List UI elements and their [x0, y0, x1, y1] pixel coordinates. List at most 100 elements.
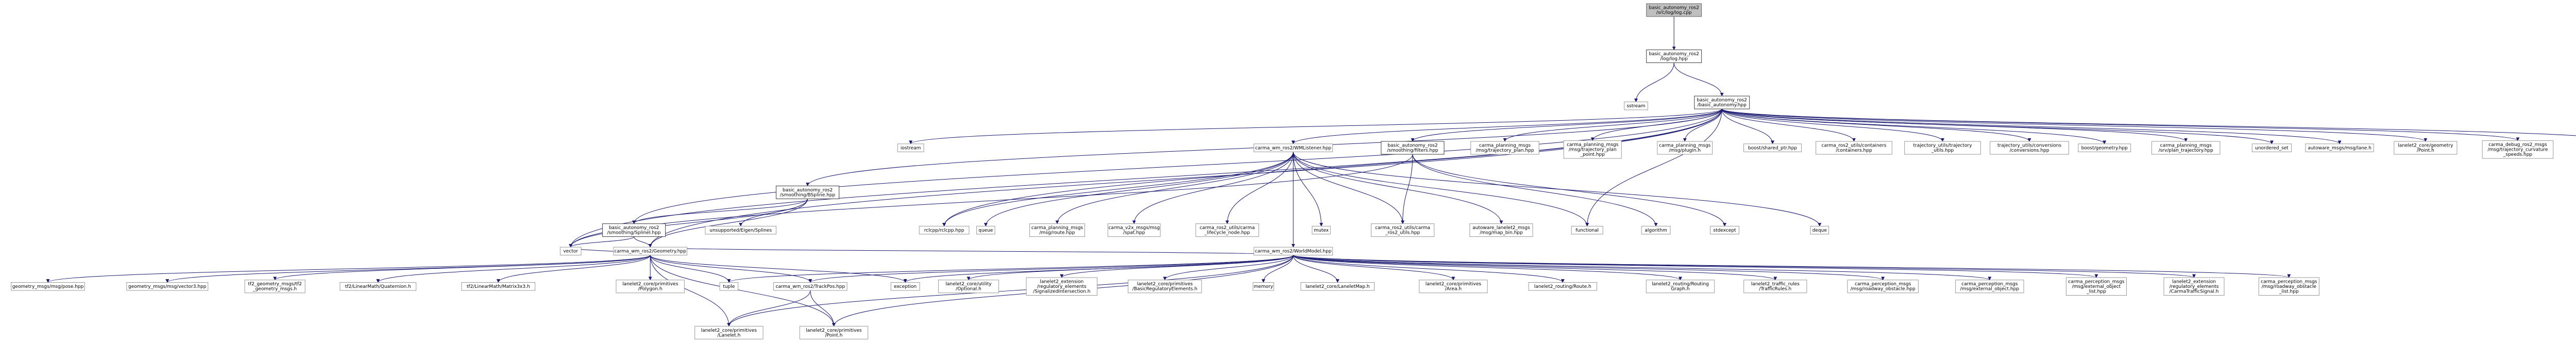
edge-filters-to-algorithm	[1412, 154, 1658, 227]
node-smb[interactable]: basic_autonomy_ros2/smoothing/BSpline.hp…	[775, 185, 840, 199]
node-label-cpm_tpp-2: _point.hpp	[1580, 152, 1605, 157]
node-laneletmap: lanelet2_core/LaneletMap.h	[1300, 282, 1375, 291]
node-rdobslist: carma_perception_msgs/msg/roadway_obstac…	[2258, 277, 2319, 296]
node-cru_c: carma_ros2_utils/containers/containers.h…	[1816, 141, 1892, 155]
node-label-extobjlist-0: carma_perception_msgs	[2068, 279, 2125, 284]
node-box-mat3	[461, 282, 536, 291]
node-label-routinggraph-1: Graph.h	[1671, 287, 1689, 292]
node-label-sigint-0: lanelet2_extension	[1040, 279, 1083, 284]
node-sstream: sstream	[1624, 101, 1648, 110]
node-label-sstream-0: sstream	[1626, 104, 1645, 109]
node-box-mapbin	[1469, 223, 1533, 237]
node-label-extobjlist-2: _list.hpp	[2086, 289, 2106, 294]
node-label-spline-0: basic_autonomy_ros2	[609, 225, 659, 231]
dependency-edges	[46, 17, 2576, 327]
node-label-tu_tu-0: trajectory_utils/trajectory	[1913, 143, 1973, 149]
edge-geomh-to-lanelet	[650, 255, 731, 327]
node-label-carmats-0: lanelet2_extension	[2172, 279, 2216, 284]
node-polygon: lanelet2_core/primitives/Polygon.h	[616, 280, 685, 294]
node-lane: autoware_msgs/msg/lane.h	[2305, 143, 2374, 152]
edge-geomh-to-trackpos	[650, 255, 812, 283]
node-spline[interactable]: basic_autonomy_ros2/smoothing/SplineI.hp…	[602, 223, 666, 237]
edge-ba-to-cpm_tp	[1503, 108, 1722, 142]
node-label-routinggraph-0: lanelet2_routing/Routing	[1652, 282, 1709, 287]
node-box-route	[1528, 282, 1597, 291]
node-quat: tf2/LinearMath/Quaternion.h	[340, 282, 417, 291]
node-box-v2x	[1107, 223, 1161, 237]
node-tu_tu: trajectory_utils/trajectory_utils.hpp	[1904, 141, 1981, 155]
edge-smb-to-geomh	[648, 199, 808, 248]
node-label-rdobslist-2: _list.hpp	[2279, 289, 2299, 294]
node-mapbin: autoware_lanelet2_msgs/msg/map_bin.hpp	[1469, 223, 1533, 237]
node-trafficrules: lanelet2_traffic_rules/TrafficRules.h	[1743, 280, 1807, 294]
edge-logh-to-sstream	[1634, 62, 1674, 103]
node-box-functional	[1571, 225, 1603, 235]
node-box-cpm_pl	[1657, 141, 1713, 155]
node-box-cpm_srv	[2151, 141, 2221, 155]
node-label-mat3-0: tf2/LinearMath/Matrix3x3.h	[467, 284, 530, 289]
node-basicreg: lanelet2_core/primitives/BasicRegulatory…	[1128, 280, 1202, 294]
node-box-boostsp	[1743, 143, 1802, 152]
edge-worldmodel-to-geomh	[649, 247, 1294, 256]
node-sigint: lanelet2_extension/regulatory_elements/S…	[1026, 277, 1098, 296]
node-box-memory	[1252, 282, 1275, 291]
node-memory: memory	[1252, 282, 1275, 291]
node-label-area-1: /Area.h	[1445, 287, 1462, 292]
node-label-pose-0: geometry_msgs/msg/pose.hpp	[12, 284, 84, 289]
node-box-logh	[1646, 50, 1702, 63]
node-box-extobj	[1955, 280, 2024, 294]
edge-spline-to-geomh	[634, 236, 652, 248]
node-vec3: geometry_msgs/msg/vector3.hpp	[126, 282, 209, 291]
node-unsup: unsupported/Eigen/Splines	[705, 225, 776, 235]
edge-geomh-to-exception	[650, 255, 907, 283]
node-ba[interactable]: basic_autonomy_ros2/basic_autonomy.hpp	[1694, 95, 1750, 109]
node-label-tu_conv-1: /conversions.hpp	[2010, 148, 2049, 153]
node-label-carmats-1: /regulatory_elements	[2170, 284, 2219, 289]
node-boostsp: boost/shared_ptr.hpp	[1743, 143, 1802, 152]
node-filters[interactable]: basic_autonomy_ros2/smoothing/filters.hp…	[1381, 141, 1445, 155]
node-point: lanelet2_core/geometry/Point.h	[2394, 141, 2458, 155]
node-box-tf2gm	[244, 280, 306, 294]
edge-worldmodel-to-lanelet	[727, 255, 1294, 327]
node-crccp: rclcpp/rclcpp.hpp	[919, 225, 970, 235]
edge-worldmodel-to-trafficrules	[1293, 255, 1777, 281]
node-logh[interactable]: basic_autonomy_ros2/log/log.hpp	[1646, 50, 1702, 63]
edge-ba-to-functional	[1585, 109, 1722, 227]
node-box-mutex	[1312, 225, 1331, 235]
node-box-boostgeo	[2078, 143, 2131, 152]
node-label-rdobslist-0: carma_perception_msgs	[2261, 279, 2317, 284]
node-label-cpm_pl-0: carma_planning_msgs	[1659, 143, 1711, 149]
node-extobjlist: carma_perception_msgs/msg/external_objec…	[2065, 277, 2127, 296]
node-label-trafficrules-0: lanelet2_traffic_rules	[1751, 282, 1800, 287]
node-label-lanelet-1: /Lanelet.h	[717, 333, 740, 338]
node-label-functional-0: functional	[1575, 228, 1599, 233]
node-box-wml	[1253, 143, 1333, 152]
edge-ba-to-point	[1721, 108, 2428, 142]
node-label-tf2gm-1: _geometry_msgs.h	[252, 287, 297, 292]
node-label-wml-0: carma_wm_ros2/WMListener.hpp	[1255, 145, 1331, 151]
node-label-basicreg-1: /BasicRegulatoryElements.h	[1132, 287, 1197, 292]
node-label-quat-0: tf2/LinearMath/Quaternion.h	[345, 284, 411, 289]
edge-worldmodel-to-carmats	[1293, 255, 2196, 278]
node-label-polygon-0: lanelet2_core/primitives	[622, 282, 679, 287]
node-root[interactable]: basic_autonomy_ros2/src/log/log.cpp	[1646, 3, 1702, 17]
node-wml: carma_wm_ros2/WMListener.hpp	[1253, 143, 1333, 152]
node-label-crccp-0: rclcpp/rclcpp.hpp	[924, 228, 964, 233]
node-label-carmats-2: /CarmaTrafficSignal.h	[2170, 289, 2219, 294]
edge-geomh-to-quat	[376, 255, 651, 283]
node-label-memory-0: memory	[1253, 284, 1273, 289]
node-label-trackpos-0: carma_wm_ros2/TrackPos.hpp	[775, 284, 845, 289]
edge-trackpos-to-lanelet	[727, 290, 811, 327]
edge-ba-to-boostsp	[1721, 109, 1775, 144]
node-box-filters	[1381, 141, 1445, 155]
node-label-basicreg-0: lanelet2_core/primitives	[1137, 282, 1193, 287]
node-box-vector	[560, 247, 582, 256]
node-deque: deque	[1810, 225, 1829, 235]
node-label-cpm_tp-0: carma_planning_msgs	[1479, 143, 1531, 149]
edge-geomh-to-tf2gm	[273, 255, 651, 281]
node-box-tu_tu	[1904, 141, 1981, 155]
node-label-logh-0: basic_autonomy_ros2	[1649, 52, 1699, 57]
edge-worldmodel-to-extobj	[1293, 255, 1991, 281]
node-box-unsup	[705, 225, 776, 235]
